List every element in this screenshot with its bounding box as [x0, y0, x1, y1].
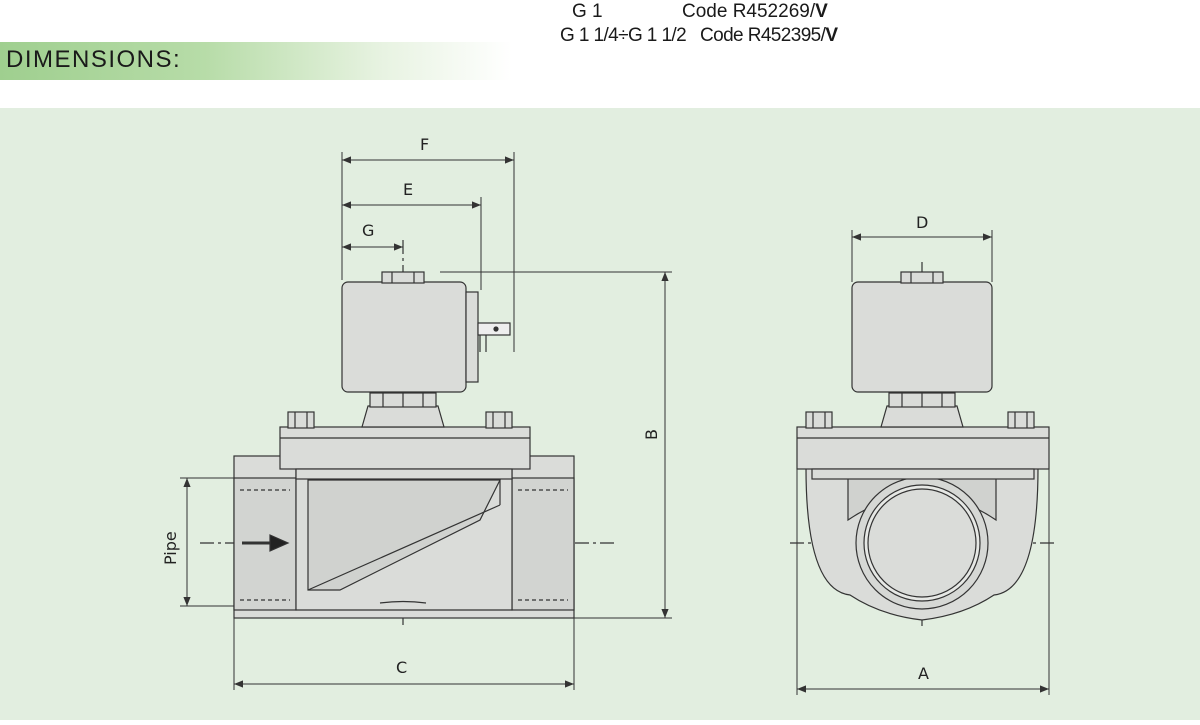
front-coil [851, 281, 993, 393]
product-code: Code R452395/V [700, 25, 838, 46]
dim-label-a: A [918, 664, 929, 683]
thread-size: G 1 [572, 1, 603, 22]
front-flange [796, 426, 1050, 470]
product-codes: G 1 Code R452269/V G 1 1/4÷G 1 1/2 Code … [548, 0, 968, 48]
dim-label-b: B [642, 429, 661, 440]
thread-size: G 1 1/4÷G 1 1/2 [560, 25, 687, 46]
code-row-g1: G 1 Code R452269/V [548, 0, 968, 24]
dim-label-c: C [396, 658, 407, 677]
side-view-dimensions [180, 152, 672, 690]
dim-label-pipe: Pipe [161, 531, 180, 565]
section-title: DIMENSIONS: [6, 46, 182, 73]
bonnet-flange [279, 426, 531, 470]
heading-bar [0, 42, 512, 80]
dim-label-f: F [420, 135, 429, 154]
product-code: Code R452269/V [682, 1, 828, 22]
dim-label-g: G [362, 221, 374, 240]
code-row-g114: G 1 1/4÷G 1 1/2 Code R452395/V [548, 24, 968, 48]
dim-label-d: D [916, 213, 928, 232]
solenoid-coil [341, 281, 467, 393]
side-view [200, 240, 615, 625]
front-view-dimensions [796, 230, 1050, 695]
front-view [790, 262, 1055, 630]
dim-label-e: E [403, 180, 413, 199]
